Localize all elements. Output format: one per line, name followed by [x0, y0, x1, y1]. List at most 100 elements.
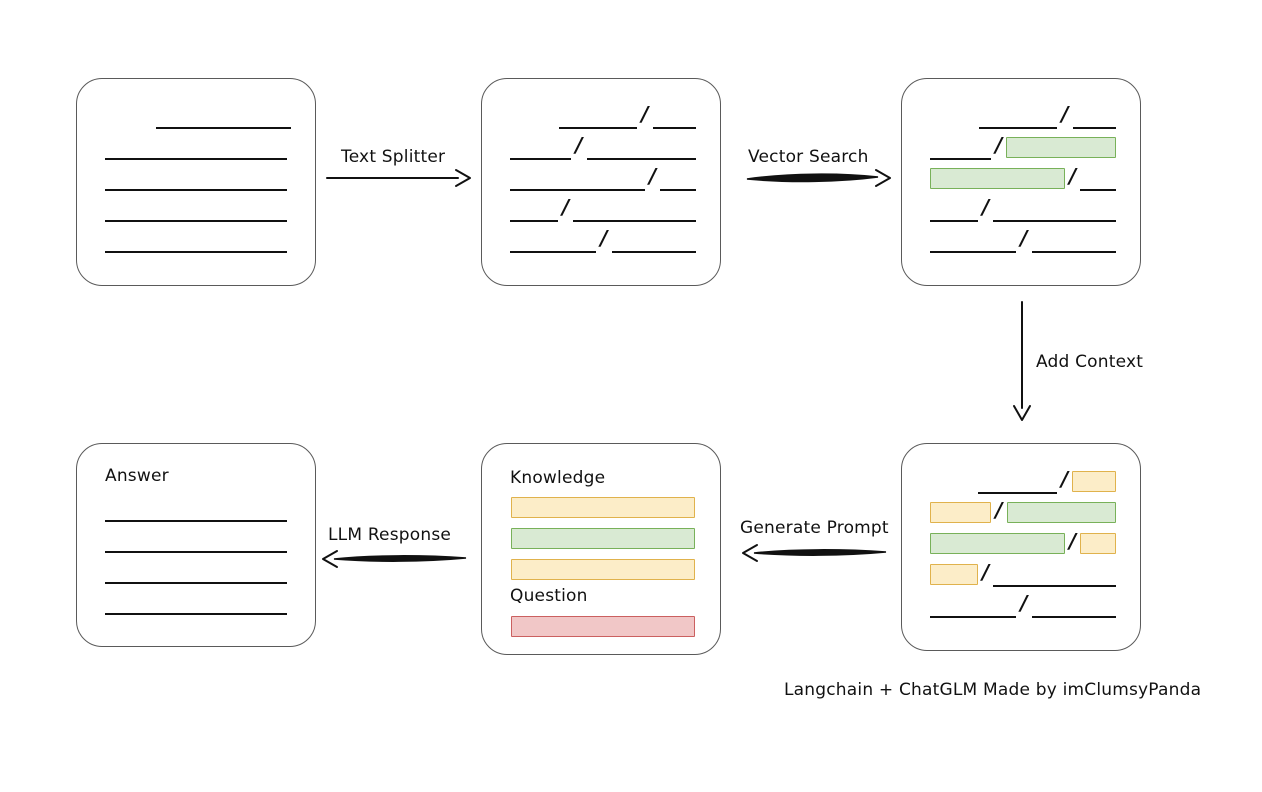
line-indent: [930, 481, 978, 482]
text-line-segment: [611, 227, 696, 253]
chunk-separator: /: [982, 560, 990, 584]
knowledge-bar-2: [511, 528, 695, 549]
edge-label-add-context: Add Context: [1036, 352, 1144, 372]
diagram-caption: Langchain + ChatGLM Made by imClumsyPand…: [784, 680, 1202, 700]
chunk-separator: /: [600, 226, 608, 250]
doc-line: /: [930, 134, 1116, 160]
text-line-segment: [573, 196, 696, 222]
text-line-segment: [558, 103, 638, 129]
knowledge-bar-3: [511, 559, 695, 580]
chunk-separator: /: [981, 195, 990, 219]
arrow-add-context: [1013, 301, 1031, 421]
text-line-segment: [1031, 227, 1116, 253]
node-vector-matched-chunks[interactable]: / / / / /: [901, 78, 1141, 286]
chunk-separator: /: [561, 195, 570, 219]
text-line-segment: [510, 165, 645, 191]
node-split-chunks[interactable]: / / / / /: [481, 78, 721, 286]
doc-line: /: [930, 227, 1116, 253]
highlight-yellow-segment: [930, 501, 992, 523]
text-line-segment: [155, 103, 291, 129]
doc-line: /: [510, 102, 697, 129]
highlight-yellow-segment: [1072, 470, 1116, 492]
text-line-segment: [105, 134, 287, 160]
chunk-separator: /: [995, 133, 1003, 157]
doc-line: /: [930, 196, 1116, 222]
chunk-separator: /: [648, 164, 657, 188]
text-line-segment: [660, 165, 696, 191]
answer-line-2: [105, 551, 287, 553]
question-label: Question: [510, 586, 588, 606]
highlight-green-segment: [1006, 501, 1116, 523]
text-line-segment: [930, 134, 992, 160]
node-answer[interactable]: Answer: [76, 443, 316, 647]
answer-line-4: [105, 613, 287, 615]
highlight-green-segment: [930, 167, 1065, 189]
doc-line: [105, 165, 291, 191]
knowledge-label: Knowledge: [510, 468, 606, 488]
text-line-segment: [510, 196, 558, 222]
doc-line: /: [930, 592, 1116, 618]
highlight-yellow-segment: [1080, 532, 1116, 554]
text-line-segment: [930, 592, 1017, 618]
chunk-separator: /: [1061, 102, 1069, 126]
chunk-separator: /: [1068, 164, 1077, 188]
node-source-document[interactable]: [76, 78, 316, 286]
line-indent: [105, 116, 156, 117]
text-line-segment: [978, 103, 1058, 129]
answer-label: Answer: [105, 466, 169, 486]
highlight-green-segment: [1006, 136, 1116, 158]
chunk-separator: /: [641, 102, 649, 126]
doc-line: /: [510, 165, 696, 191]
text-line-segment: [993, 196, 1116, 222]
arrow-vector-search: [746, 169, 891, 187]
doc-line: [105, 196, 291, 222]
chunk-separator: /: [995, 498, 1003, 522]
node-generated-prompt[interactable]: Knowledge Question: [481, 443, 721, 655]
arrow-text-splitter: [326, 169, 471, 187]
node-context-added-chunks[interactable]: /////: [901, 443, 1141, 651]
text-line-segment: [105, 227, 287, 253]
line-indent: [930, 116, 979, 117]
edge-label-vector-search: Vector Search: [748, 147, 869, 167]
doc-line: /: [510, 134, 696, 160]
doc-line: /: [930, 561, 1116, 587]
text-line-segment: [1031, 592, 1116, 618]
text-line-segment: [510, 134, 572, 160]
text-line-segment: [586, 134, 696, 160]
doc-line: /: [510, 196, 696, 222]
text-line-segment: [993, 561, 1116, 587]
doc-line: /: [930, 102, 1117, 129]
question-bar-1: [511, 616, 695, 637]
text-line-segment: [1072, 103, 1117, 129]
doc-line: [105, 134, 291, 160]
text-line-segment: [1080, 165, 1116, 191]
text-line-segment: [510, 227, 597, 253]
line-indent: [510, 116, 559, 117]
doc-line: [105, 227, 291, 253]
text-line-segment: [930, 196, 978, 222]
answer-line-3: [105, 582, 287, 584]
highlight-yellow-segment: [930, 563, 978, 585]
chunk-separator: /: [1020, 226, 1028, 250]
arrow-generate-prompt: [742, 544, 887, 562]
edge-label-text-splitter: Text Splitter: [341, 147, 446, 167]
chunk-separator: /: [1060, 467, 1069, 491]
text-line-segment: [652, 103, 697, 129]
arrow-llm-response: [322, 550, 467, 568]
text-line-segment: [930, 227, 1017, 253]
edge-label-llm-response: LLM Response: [328, 525, 452, 545]
answer-line-1: [105, 520, 287, 522]
edge-label-generate-prompt: Generate Prompt: [740, 518, 889, 538]
doc-line: /: [930, 165, 1116, 191]
doc-line: [105, 103, 291, 129]
text-line-segment: [105, 196, 287, 222]
knowledge-bar-1: [511, 497, 695, 518]
text-line-segment: [978, 468, 1057, 494]
doc-line: /: [930, 468, 1116, 494]
chunk-separator: /: [575, 133, 583, 157]
doc-line: /: [510, 227, 696, 253]
highlight-green-segment: [930, 532, 1065, 554]
doc-line: /: [930, 499, 1116, 525]
chunk-separator: /: [1020, 591, 1028, 615]
